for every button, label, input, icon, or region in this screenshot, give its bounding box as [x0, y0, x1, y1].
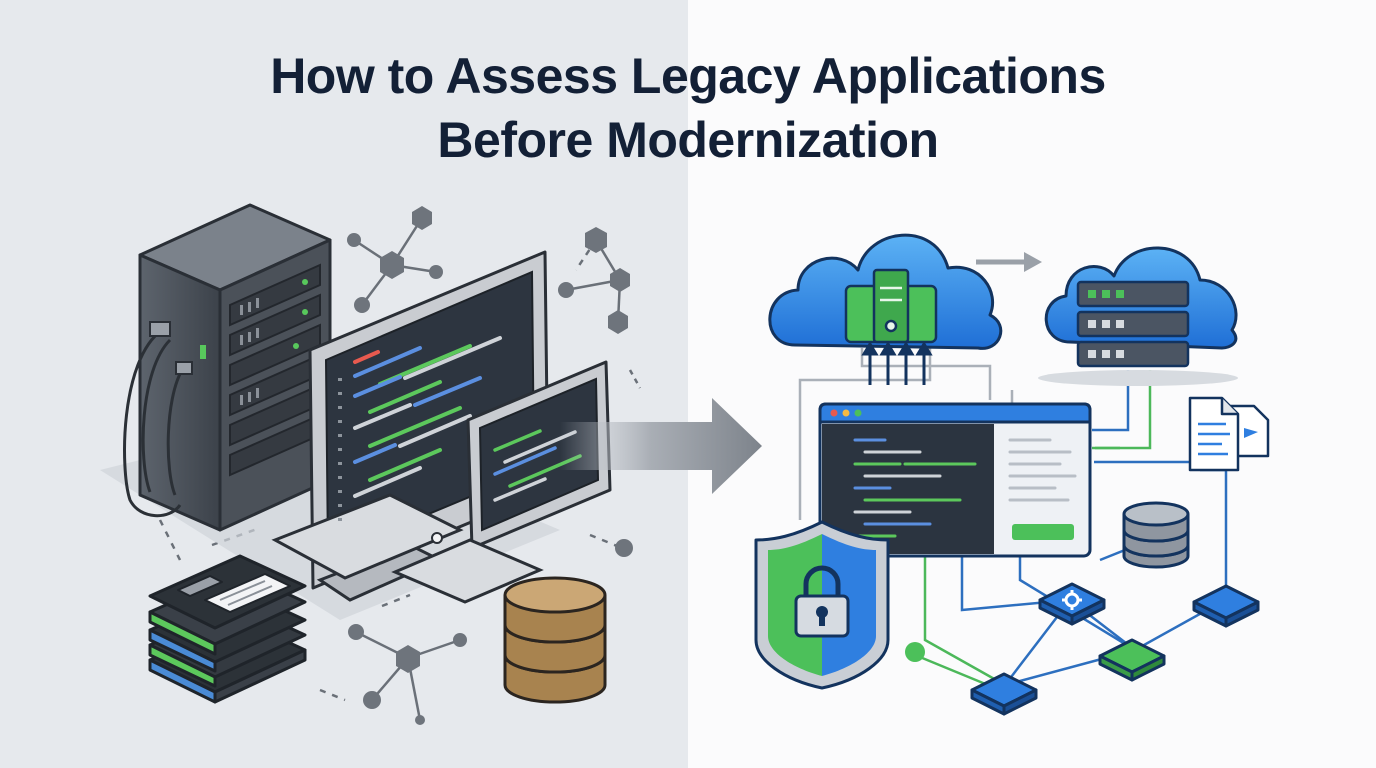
title-line-1: How to Assess Legacy Applications: [270, 48, 1106, 104]
arrow-right-icon: [560, 398, 762, 494]
server-tower-icon: [123, 203, 332, 532]
app-window-icon: [818, 402, 1092, 558]
floppy-disk-icon: [148, 554, 307, 704]
shield-lock-icon: [754, 520, 890, 690]
legacy-network-nodes: [347, 206, 633, 725]
page-title: How to Assess Legacy Applications Before…: [0, 44, 1376, 172]
small-monitor-icon: [391, 360, 612, 604]
document-icon: [1188, 396, 1270, 472]
title-line-2: Before Modernization: [437, 112, 939, 168]
cloud-icon: [1038, 246, 1238, 386]
cloud-icon: [768, 233, 1003, 385]
gear-icon: [1062, 590, 1082, 610]
arrow-right-icon: [976, 252, 1042, 272]
network-tiles: [970, 582, 1260, 716]
database-icon: [503, 576, 607, 704]
connector-node: [905, 642, 925, 662]
database-icon: [1122, 501, 1190, 569]
